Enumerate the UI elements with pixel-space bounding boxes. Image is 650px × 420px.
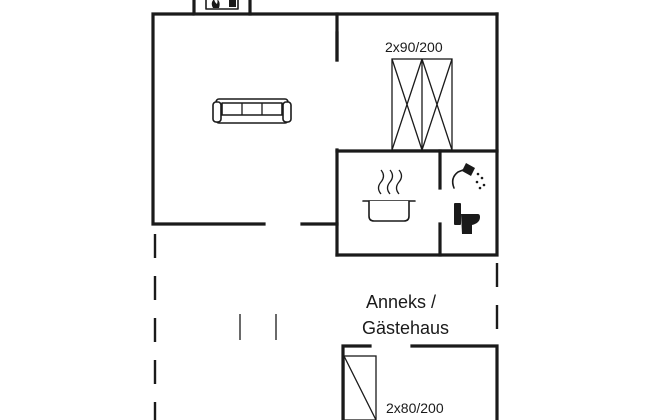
annex-room bbox=[341, 344, 499, 420]
annex-label: Anneks / Gästehaus bbox=[362, 289, 450, 341]
bed-top bbox=[391, 58, 453, 151]
sofa-icon bbox=[212, 98, 292, 124]
toilet-icon bbox=[454, 203, 480, 234]
kitchen-pot-icon bbox=[362, 169, 416, 222]
annex-label-line1: Anneks / bbox=[365, 292, 437, 312]
bed-bottom-label: 2x80/200 bbox=[386, 400, 444, 416]
stove-icon bbox=[192, 0, 252, 16]
annex-outline bbox=[153, 234, 499, 420]
bed-top-label: 2x90/200 bbox=[385, 39, 443, 55]
shower-icon bbox=[451, 163, 486, 190]
main-house-walls bbox=[151, 12, 499, 257]
annex-label-line2: Gästehaus bbox=[362, 318, 450, 338]
